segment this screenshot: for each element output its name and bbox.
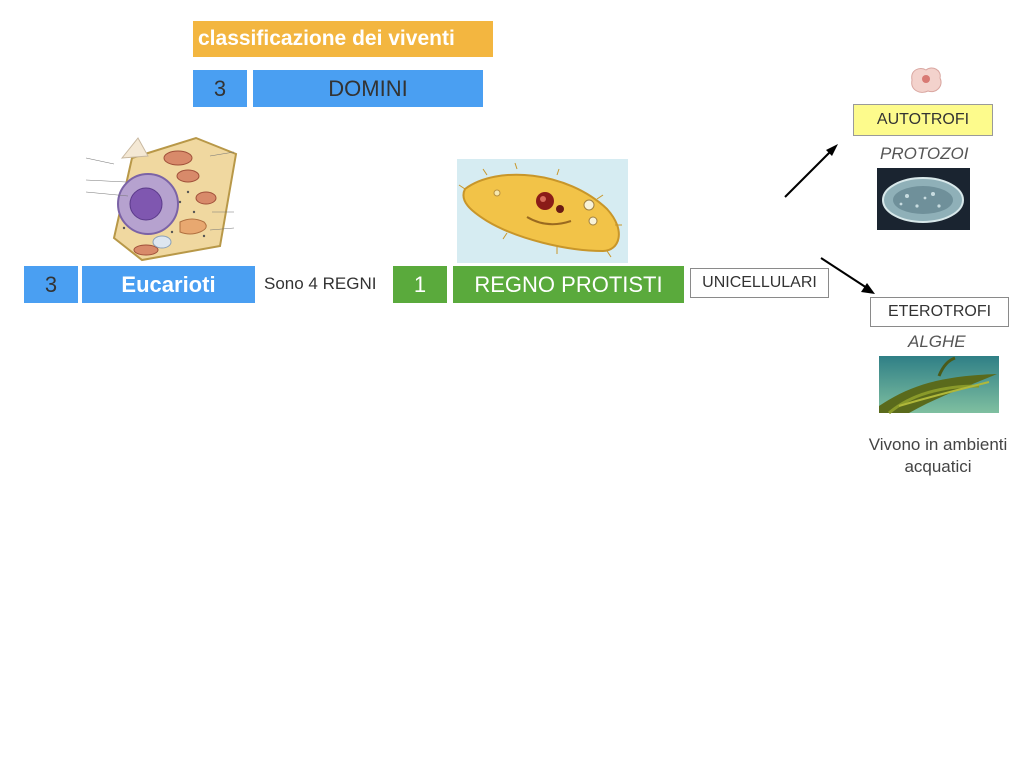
unicellular-box: UNICELLULARI [690,268,829,298]
habitat-note: Vivono in ambienti acquatici [868,435,1008,476]
eukaryotic-cell-image [84,132,256,262]
protozoi-label: PROTOZOI [880,144,969,163]
alghe-label: ALGHE [908,332,966,351]
slide-title: classificazione dei viventi [193,21,493,57]
protozoan-micrograph-image [877,168,970,230]
arrow-to-heterotrophs-icon [820,257,875,294]
autotrophs-box: AUTOTROFI [853,104,993,136]
kingdom-label-box: REGNO PROTISTI [453,266,684,303]
heterotrophs-box: ETEROTROFI [870,297,1009,327]
kingdoms-note: Sono 4 REGNI [264,274,377,293]
eukaryotes-count-box: 3 [24,266,78,303]
algae-image [879,356,999,415]
eukaryotes-label-box: Eucarioti [82,266,255,303]
domains-label-box: DOMINI [253,70,483,107]
amoeba-image [911,67,942,93]
kingdom-number-box: 1 [393,266,447,303]
paramecium-image [457,159,628,263]
arrow-to-autotrophs-icon [784,144,838,198]
domains-count-box: 3 [193,70,247,107]
